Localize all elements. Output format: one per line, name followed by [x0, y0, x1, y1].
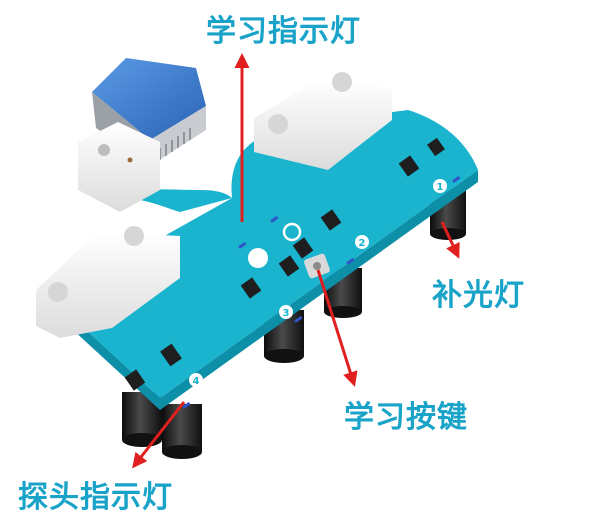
learn-button[interactable]	[303, 253, 331, 279]
callout-arrows	[132, 53, 460, 469]
board-marking-3: 3	[283, 308, 290, 319]
chip-5	[278, 255, 300, 277]
chip-6	[240, 277, 262, 299]
sensor-cylinder-3	[264, 310, 304, 363]
chip-1	[398, 155, 420, 177]
board-marking-1: 1	[437, 182, 444, 193]
chip-8	[124, 369, 146, 391]
label-learn-button: 学习按键	[344, 400, 468, 435]
arrow-fill-light	[440, 221, 460, 259]
led-ring	[282, 222, 302, 242]
chip-3	[320, 209, 342, 231]
board-marking-2: 2	[359, 238, 366, 249]
chip-2	[427, 137, 445, 157]
sensor-cylinders	[122, 190, 466, 459]
chip-4	[292, 237, 314, 259]
board-components	[124, 137, 461, 409]
label-probe-indicator: 探头指示灯	[18, 480, 173, 515]
smd-indicators	[182, 175, 461, 409]
mount-bracket-back	[254, 72, 392, 170]
mount-bracket-front	[36, 226, 180, 338]
sensor-cylinder-5	[162, 404, 202, 459]
connector-housing	[78, 122, 160, 212]
label-learn-indicator: 学习指示灯	[206, 14, 361, 49]
pcb-board	[60, 110, 478, 398]
learn-indicator-led	[248, 248, 268, 268]
arrow-learn-button	[316, 269, 358, 387]
chip-7	[160, 343, 182, 367]
board-markings: 1 2 3 4	[189, 179, 447, 387]
arrow-probe-indicator	[132, 401, 186, 469]
board-marking-4: 4	[193, 376, 200, 387]
label-fill-light: 补光灯	[432, 278, 525, 313]
